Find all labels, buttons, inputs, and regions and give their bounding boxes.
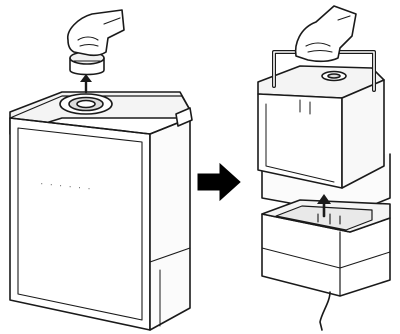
- water-tank: [258, 66, 384, 188]
- power-cord-icon: [320, 292, 330, 330]
- fill-opening-icon: [60, 94, 112, 114]
- step-2-illustration: [258, 6, 390, 330]
- humidifier-body: [10, 92, 190, 330]
- arrow-up-icon: [80, 74, 92, 92]
- arrow-right-icon: [198, 164, 240, 200]
- hand-icon: [68, 10, 124, 55]
- step-1-illustration: · · · · · ·: [10, 10, 192, 330]
